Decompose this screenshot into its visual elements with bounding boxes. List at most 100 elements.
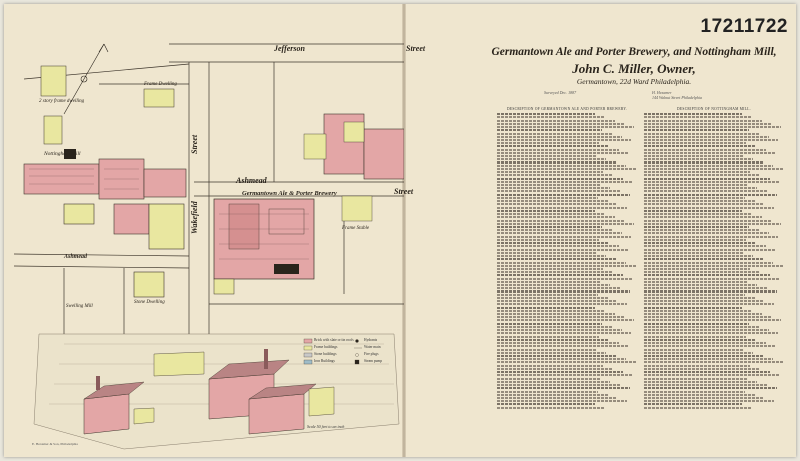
text-line <box>644 322 749 325</box>
legend-brick: Brick with slate or tin roofs <box>314 338 354 342</box>
brewery-label: Germantown Ale & Porter Brewery <box>242 190 337 197</box>
title-line-2: John C. Miller, Owner, <box>572 61 696 76</box>
text-line <box>644 251 744 254</box>
text-line <box>497 258 616 261</box>
text-line <box>497 193 630 196</box>
address-credit: 144 Walnut Street Philadelphia <box>652 95 703 100</box>
text-line <box>644 145 756 148</box>
text-line <box>497 393 608 396</box>
text-line <box>497 300 618 303</box>
text-line <box>644 358 773 361</box>
text-line <box>644 374 780 377</box>
text-line <box>497 177 623 180</box>
text-line <box>497 158 607 161</box>
text-line <box>644 187 758 190</box>
text-line <box>644 383 768 386</box>
text-line <box>644 345 776 348</box>
text-line <box>497 213 605 216</box>
text-line <box>497 135 622 138</box>
text-line <box>644 190 768 193</box>
text-line <box>497 225 602 229</box>
perspective-view <box>33 333 400 450</box>
street-jefferson: Jefferson <box>274 44 305 53</box>
text-line <box>497 245 619 248</box>
text-line <box>497 254 607 257</box>
text-line <box>497 148 619 151</box>
dwelling-two-story-label: 2 story frame dwelling <box>39 99 85 104</box>
text-line <box>644 232 769 235</box>
text-line <box>497 203 618 206</box>
swelling-mill-label: Swelling Mill <box>66 304 93 309</box>
title-line-3: Germantown, 22d Ward Philadelphia. <box>576 77 692 86</box>
text-line <box>497 200 608 203</box>
text-line <box>497 329 622 332</box>
text-line <box>497 277 633 280</box>
legend-water-main: Water main <box>364 345 381 349</box>
text-line <box>644 197 745 199</box>
text-line <box>644 296 755 299</box>
text-line <box>497 155 597 157</box>
text-line <box>497 351 607 354</box>
text-line <box>644 138 779 141</box>
text-line <box>497 383 621 386</box>
text-line <box>497 129 602 132</box>
text-line <box>497 132 612 135</box>
text-line <box>497 290 630 293</box>
text-line <box>497 161 616 164</box>
text-line <box>644 377 748 380</box>
frame-dwellings-upper-left <box>40 65 175 145</box>
title-line-1: Germantown Ale and Porter Brewery, and N… <box>491 46 777 58</box>
text-line <box>644 193 777 196</box>
text-line <box>644 290 777 293</box>
text-line <box>497 319 635 322</box>
text-line <box>497 116 605 119</box>
text-line <box>644 180 780 183</box>
text-line <box>497 142 600 145</box>
text-line <box>644 171 751 174</box>
nottingham-mill-buildings <box>23 149 187 298</box>
text-line <box>644 361 783 364</box>
text-line <box>497 174 614 177</box>
text-line <box>497 313 615 316</box>
street-wakefield: Wakefield <box>190 201 199 234</box>
legend-iron: Iron Buildings <box>314 359 335 363</box>
text-line <box>644 387 777 390</box>
text-line <box>497 264 636 267</box>
mill-description-column: DESCRIPTION OF NOTTINGHAM MILL. <box>644 107 784 442</box>
text-line <box>497 338 609 341</box>
text-line <box>497 184 601 187</box>
draftsman-credit: H. Hexamer <box>652 90 672 95</box>
text-line <box>497 222 635 225</box>
text-line <box>644 184 748 187</box>
text-line <box>644 135 769 138</box>
text-line <box>497 361 636 364</box>
text-line <box>644 338 756 341</box>
text-line <box>497 187 611 190</box>
text-line <box>644 158 754 161</box>
text-line <box>644 406 752 409</box>
text-line <box>644 403 742 406</box>
text-line <box>497 354 616 358</box>
sheet-number: 17211722 <box>700 16 788 37</box>
text-line <box>497 216 615 219</box>
street-ashmead-lower: Ashmead <box>64 254 88 260</box>
text-line <box>644 316 772 319</box>
text-line <box>644 200 755 203</box>
map-sheet: 17211722 Germantown Ale and Porter Brewe… <box>4 4 796 457</box>
text-line <box>497 219 625 222</box>
text-line <box>644 293 745 296</box>
text-line <box>497 403 595 406</box>
mill-description-heading: DESCRIPTION OF NOTTINGHAM MILL. <box>677 107 751 111</box>
text-line <box>497 190 621 193</box>
street-jefferson-suffix: Street <box>406 44 426 53</box>
frame-stable-label: Frame Stable <box>342 226 370 231</box>
text-line <box>644 132 759 135</box>
text-line <box>497 387 630 390</box>
text-line <box>644 271 761 274</box>
text-line <box>644 393 755 396</box>
text-line <box>644 380 758 383</box>
text-line <box>644 206 775 209</box>
text-line <box>497 119 615 122</box>
text-line <box>497 342 619 345</box>
text-line <box>497 303 628 306</box>
